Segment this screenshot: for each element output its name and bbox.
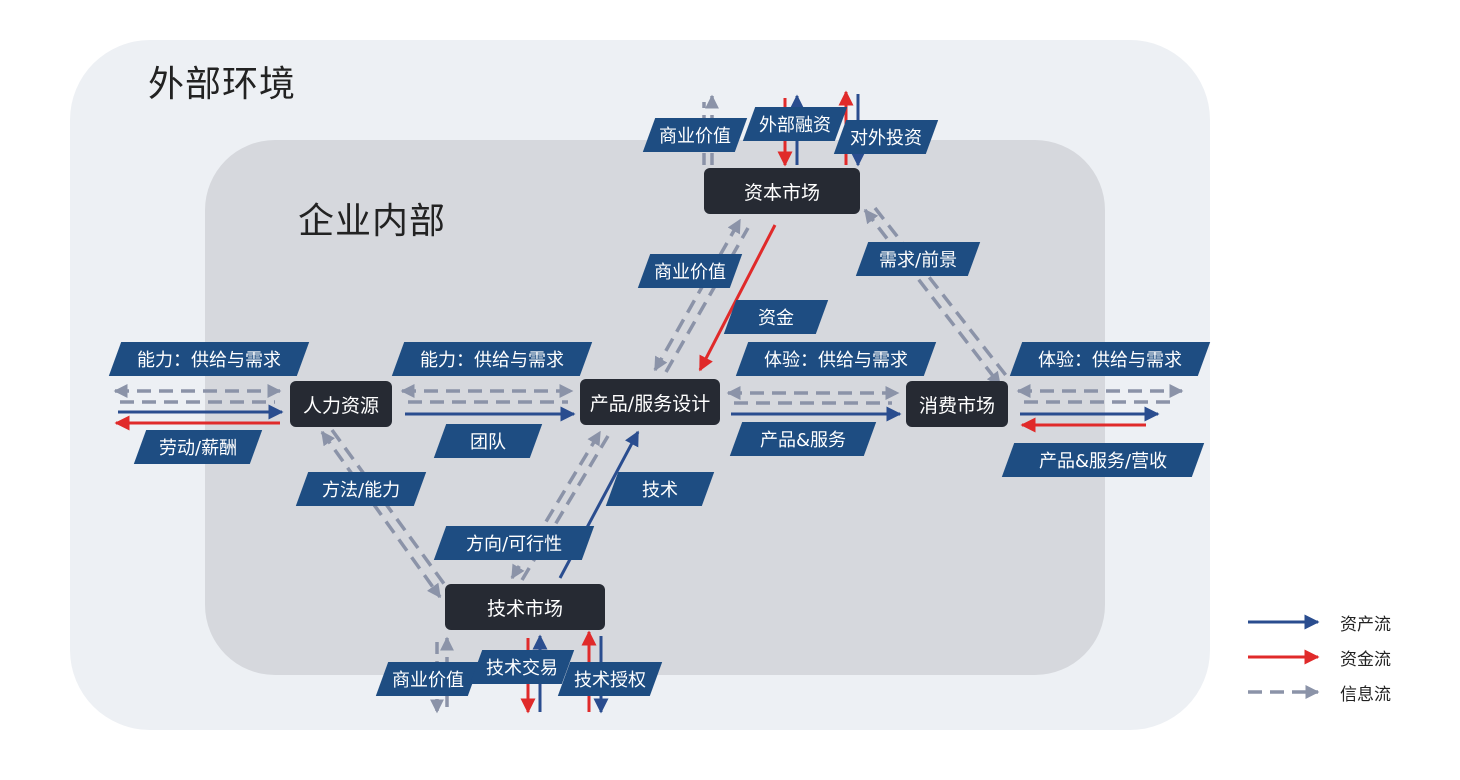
info-flow-capital-consumer-2	[873, 206, 1010, 380]
tag-tech-trade: 技术交易	[469, 650, 575, 684]
tag-experience-supply-demand-right: 体验：供给与需求	[1009, 342, 1211, 376]
node-capital-market: 资本市场	[704, 168, 860, 214]
tag-capital-business-value: 商业价值	[642, 118, 748, 152]
tag-external-investment: 对外投资	[833, 120, 939, 154]
legend-info-flow: 信息流	[1340, 685, 1391, 705]
info-flow-hr-tech-2	[330, 428, 452, 594]
tag-product-service-revenue: 产品&服务/营收	[1001, 443, 1205, 477]
node-human-resources: 人力资源	[290, 381, 392, 427]
tag-technology: 技术	[605, 472, 715, 506]
tag-funds: 资金	[723, 300, 829, 334]
tag-direction-feasibility: 方向/可行性	[433, 526, 595, 560]
legend-capital-flow: 资金流	[1340, 650, 1391, 670]
tag-method-ability: 方法/能力	[295, 472, 427, 506]
enterprise-internal-title: 企业内部	[298, 201, 447, 242]
tag-external-financing: 外部融资	[742, 107, 848, 141]
tag-team: 团队	[433, 424, 543, 458]
capital-flow-capital-design	[698, 224, 777, 372]
info-flow-design-capital	[653, 218, 742, 372]
tag-tech-business-value: 商业价值	[375, 662, 481, 696]
node-product-service-design: 产品/服务设计	[580, 379, 720, 425]
legend-asset-flow: 资产流	[1340, 615, 1391, 635]
tag-design-business-value: 商业价值	[637, 254, 743, 288]
tag-labor-pay: 劳动/薪酬	[133, 430, 263, 464]
tag-ability-supply-demand-mid: 能力：供给与需求	[391, 342, 593, 376]
tag-experience-supply-demand-mid: 体验：供给与需求	[735, 342, 937, 376]
info-flow-capital-consumer	[863, 208, 1002, 387]
node-tech-market: 技术市场	[445, 584, 605, 630]
node-consumer-market: 消费市场	[906, 381, 1008, 427]
tag-tech-license: 技术授权	[557, 662, 663, 696]
tag-product-service: 产品&服务	[729, 422, 877, 456]
info-flow-hr-tech	[320, 430, 442, 599]
info-flow-design-capital-2	[664, 227, 750, 373]
external-environment-title: 外部环境	[148, 64, 297, 105]
tag-demand-outlook: 需求/前景	[855, 242, 981, 276]
tag-ability-supply-demand-left: 能力：供给与需求	[108, 342, 310, 376]
